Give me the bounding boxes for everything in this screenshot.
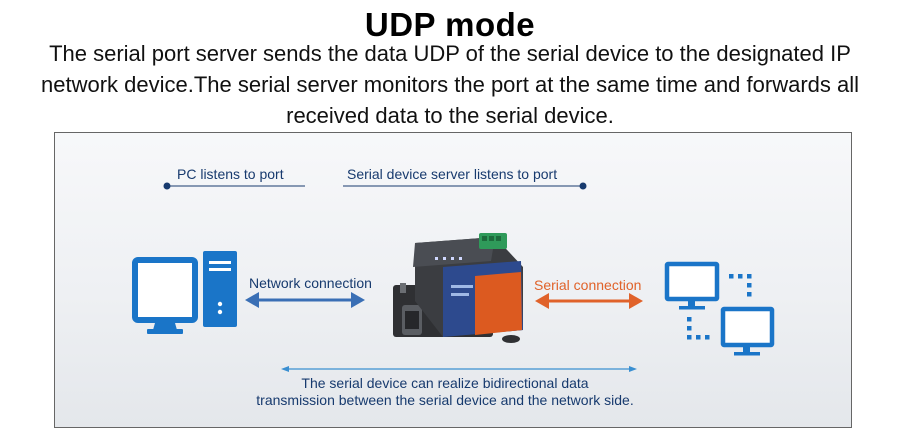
serial-arrow [535, 293, 643, 309]
serial-connection-label: Serial connection [534, 277, 642, 293]
description-line-1: The serial port server sends the data UD… [49, 41, 851, 66]
pc-listen-underline [163, 182, 305, 190]
pc-tower-icon [132, 251, 237, 334]
bidirectional-line [281, 366, 637, 372]
pc-listens-label: PC listens to port [177, 166, 284, 182]
serial-server-device-icon [393, 233, 523, 343]
network-connection-label: Network connection [249, 275, 372, 291]
network-arrow [245, 292, 365, 308]
note-line-2: transmission between the serial device a… [256, 392, 634, 408]
description-line-3: received data to the serial device. [286, 103, 614, 128]
serial-devices-icon [664, 261, 775, 356]
description-line-2: network device.The serial server monitor… [40, 72, 860, 97]
page-title: UDP mode [364, 6, 536, 43]
description: The serial port server sends the data UD… [0, 38, 900, 131]
diagram-graphics [132, 182, 775, 372]
server-listens-label: Serial device server listens to port [347, 166, 558, 182]
server-listen-underline [343, 182, 587, 190]
diagram-panel: PC listens to port Serial device server … [54, 132, 852, 428]
note-line-1: The serial device can realize bidirectio… [301, 375, 589, 391]
bidirectional-note: The serial device can realize bidirectio… [245, 375, 645, 409]
